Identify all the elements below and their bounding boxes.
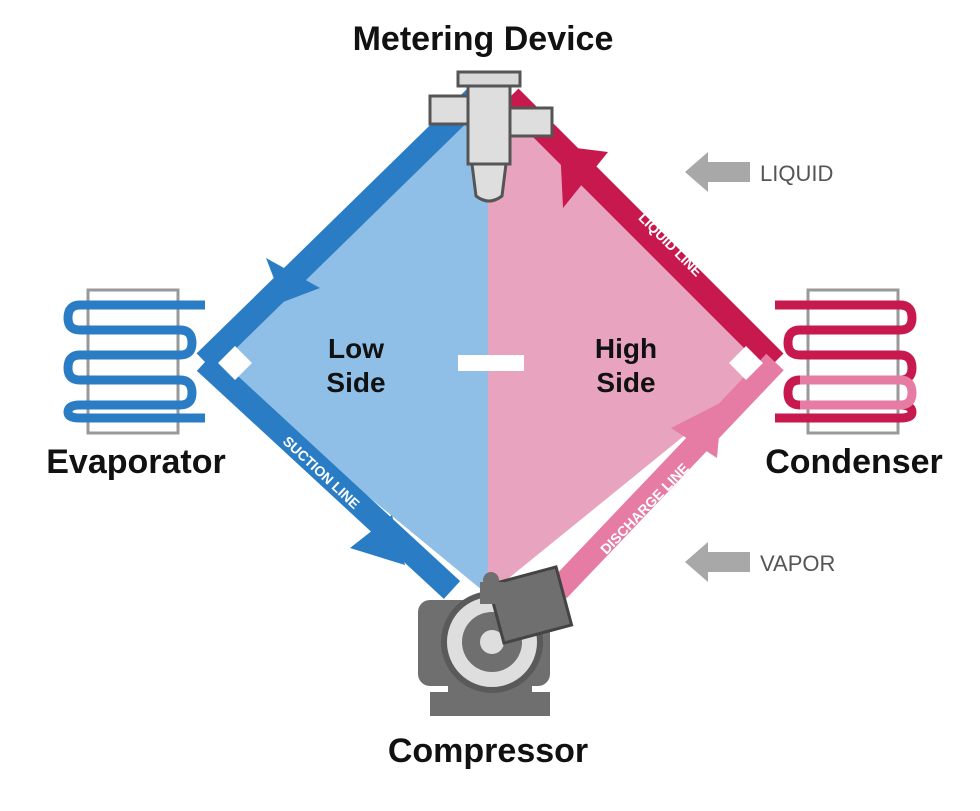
vapor-key-label: VAPOR bbox=[760, 551, 835, 576]
suction-line-pipe bbox=[196, 353, 461, 599]
low-side-upper-pipe bbox=[196, 88, 485, 371]
discharge-line-pipe bbox=[549, 353, 784, 599]
evaporator-junction bbox=[218, 346, 252, 380]
condenser-junction bbox=[729, 346, 763, 380]
flow-arrow-low-upper bbox=[266, 258, 320, 302]
compressor-unit bbox=[418, 565, 574, 716]
low-side-label-line2: Side bbox=[326, 367, 385, 398]
flow-arrow-discharge bbox=[671, 402, 722, 458]
evaporator-coil bbox=[63, 288, 205, 435]
metering-device-label: Metering Device bbox=[353, 20, 614, 58]
metering-device-valve bbox=[428, 70, 554, 203]
condenser-coil bbox=[775, 288, 917, 435]
evaporator-label: Evaporator bbox=[46, 443, 226, 481]
center-divider bbox=[458, 355, 524, 371]
high-side-label-line2: Side bbox=[596, 367, 655, 398]
liquid-arrow-icon bbox=[685, 152, 750, 192]
flow-arrow-suction bbox=[350, 515, 405, 565]
high-side-label-line1: High bbox=[595, 333, 657, 364]
liquid-line-pipe bbox=[501, 88, 784, 371]
compressor-label: Compressor bbox=[388, 732, 588, 770]
high-side-region bbox=[488, 90, 775, 595]
flow-arrow-liquid bbox=[560, 146, 608, 208]
low-side-region bbox=[205, 90, 488, 595]
low-side-label-line1: Low bbox=[328, 333, 384, 364]
liquid-key-label: LIQUID bbox=[760, 161, 833, 186]
vapor-arrow-icon bbox=[685, 542, 750, 582]
condenser-label: Condenser bbox=[765, 443, 943, 481]
